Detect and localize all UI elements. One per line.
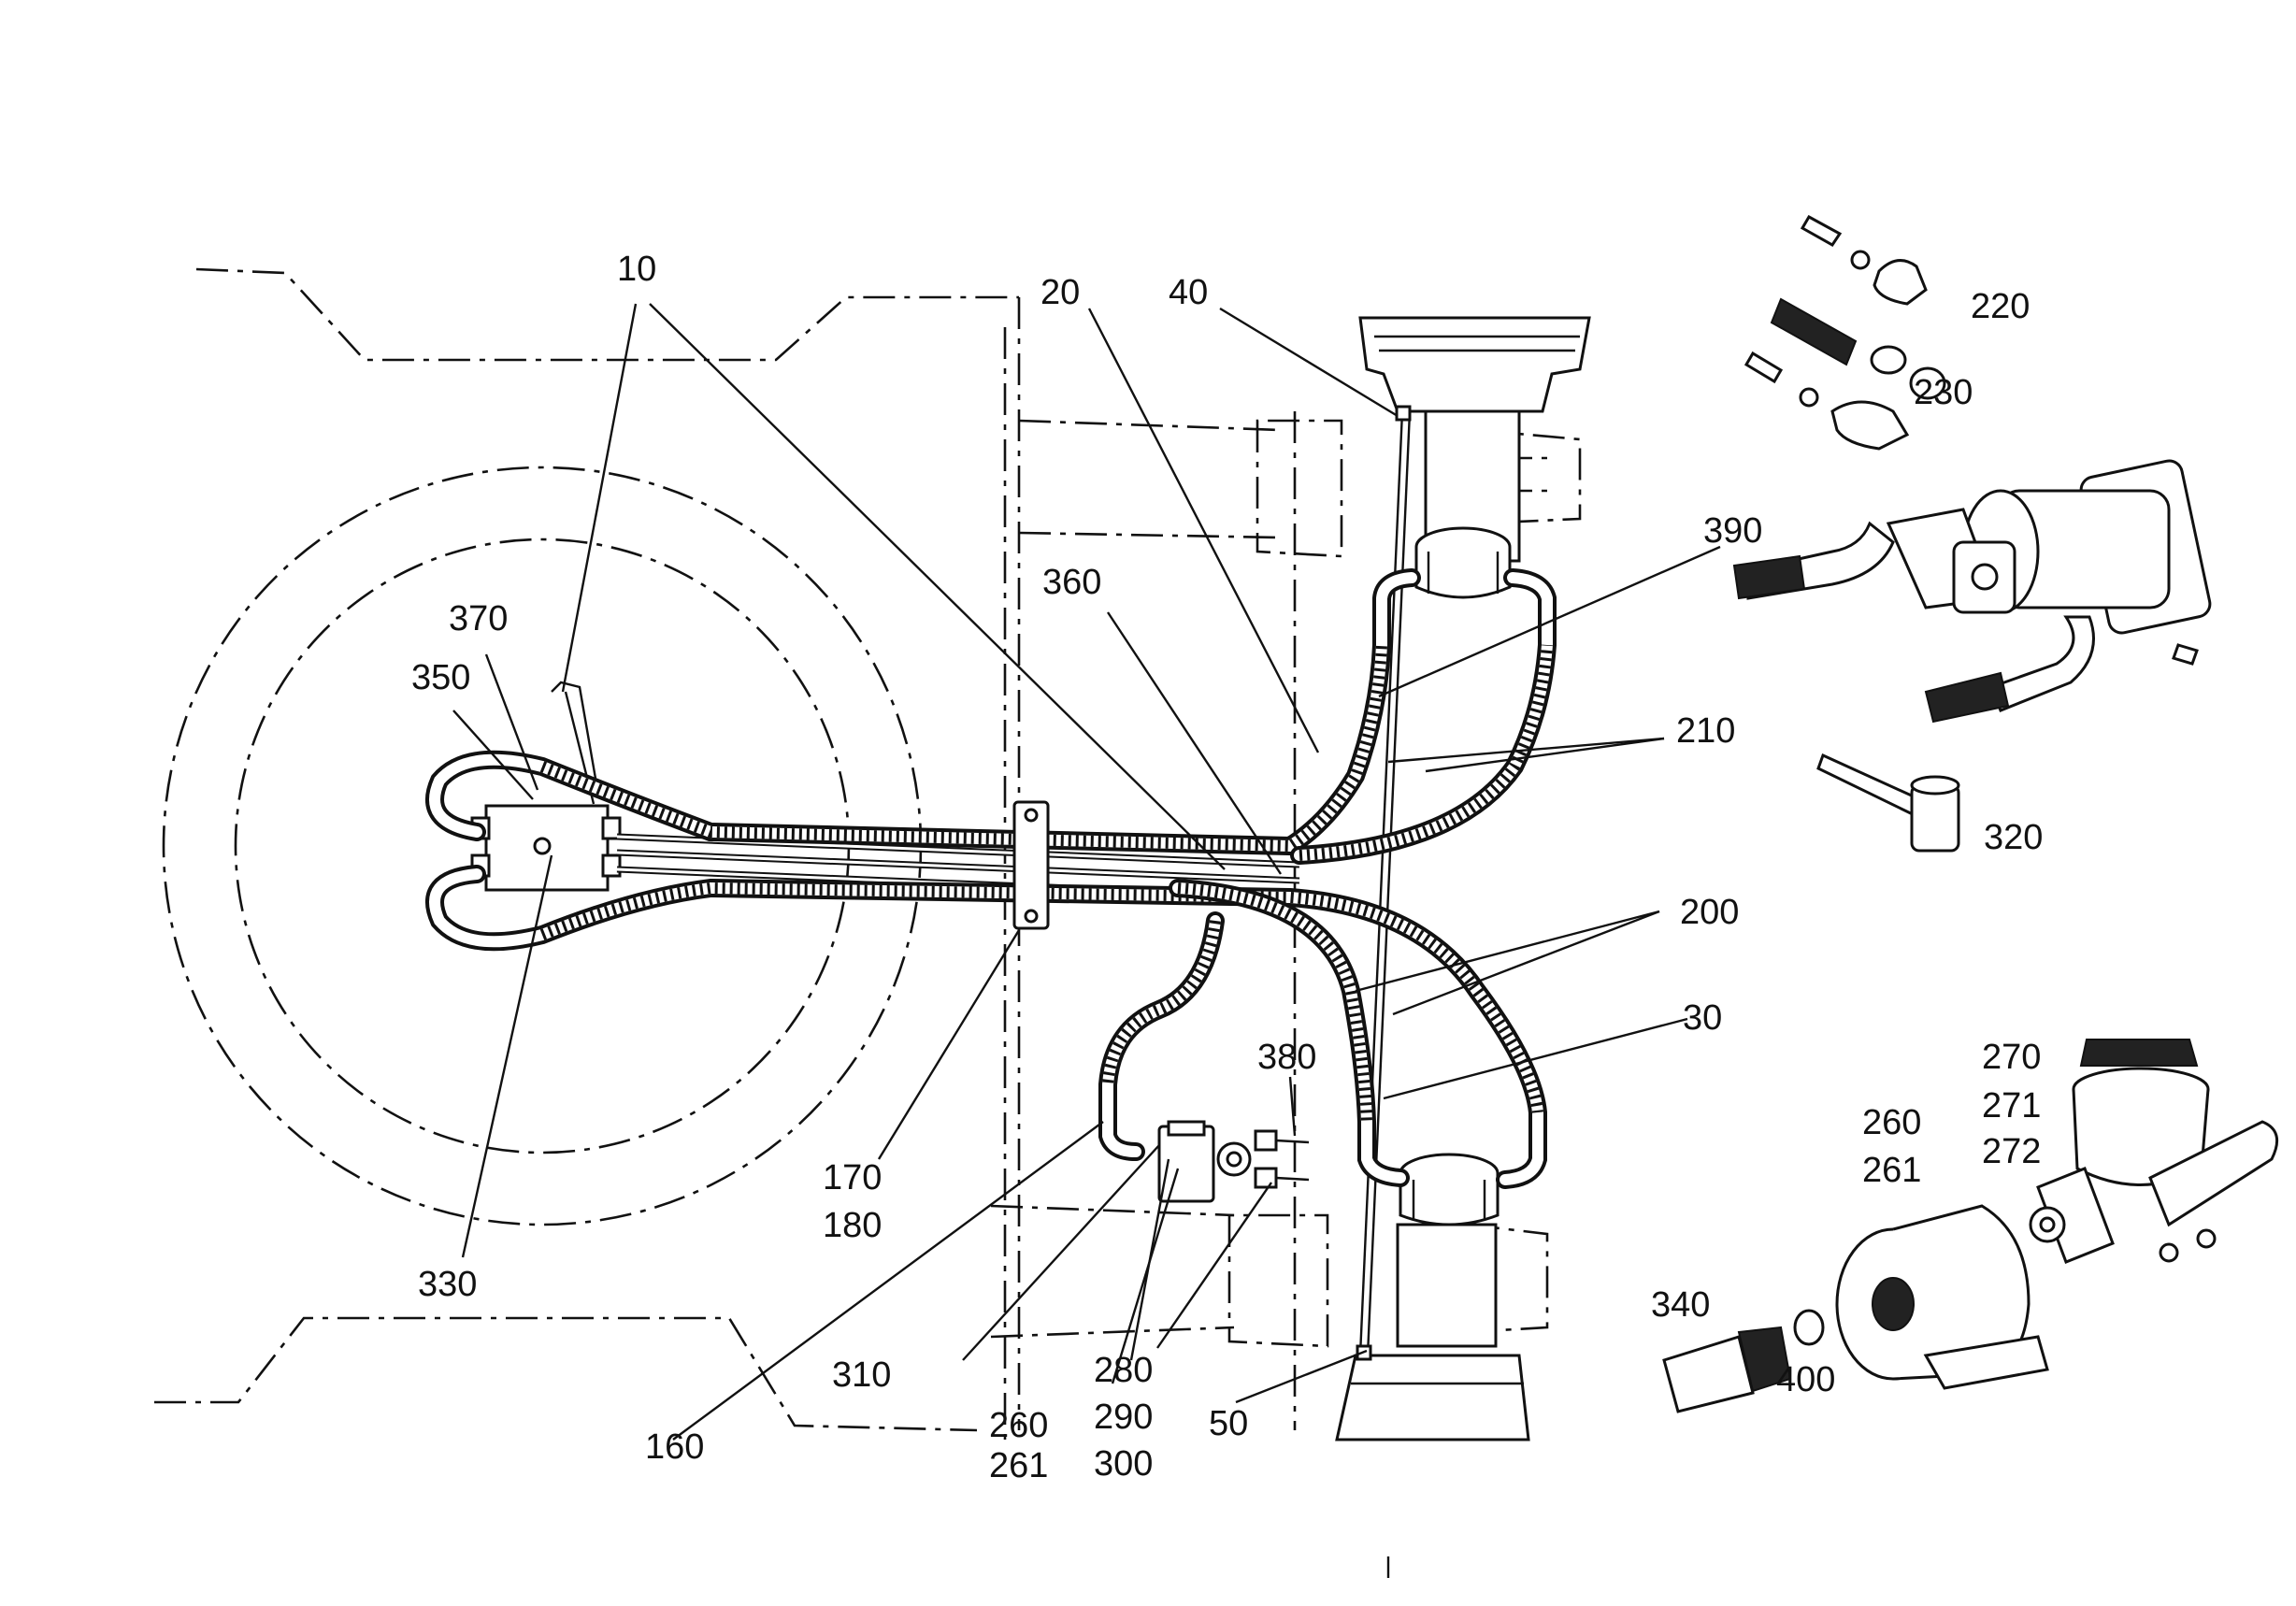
steering-rod: [1356, 405, 1412, 1361]
callout-390: 390: [1703, 511, 1762, 551]
callout-10: 10: [617, 250, 656, 289]
callout-290: 290: [1094, 1398, 1153, 1437]
pipe-bundle: [551, 681, 1300, 899]
callout-30: 30: [1683, 998, 1722, 1038]
callout-300: 300: [1094, 1444, 1153, 1484]
callout-180: 180: [823, 1206, 882, 1245]
callout-271: 271: [1982, 1086, 2041, 1126]
callout-261-reservoir: 261: [1862, 1151, 1921, 1190]
callout-310: 310: [832, 1355, 891, 1395]
callout-270: 270: [1982, 1038, 2041, 1077]
callout-280: 280: [1094, 1351, 1153, 1390]
lower-wheel-hub: [1335, 1223, 1530, 1441]
callout-320: 320: [1984, 818, 2043, 857]
callout-360: 360: [1042, 563, 1101, 602]
steering-pump-assembly: [1732, 459, 2212, 724]
valve-group: [1157, 1120, 1310, 1203]
callout-labels: 10 20 40 220 230 390 360 370 350 210 320…: [411, 250, 2043, 1485]
upper-axle-housing: [1256, 419, 1582, 558]
lower-steering-cylinder: [1399, 1153, 1500, 1226]
callout-380: 380: [1257, 1038, 1316, 1077]
fitting-340: [1662, 1309, 1825, 1413]
callout-260-valve: 260: [989, 1406, 1048, 1445]
callout-260-reservoir: 260: [1862, 1103, 1921, 1142]
fittings-exploded-view: [1744, 214, 1946, 451]
hydraulic-hoses: [425, 568, 1557, 1189]
callout-20: 20: [1040, 273, 1080, 312]
callout-272: 272: [1982, 1132, 2041, 1171]
leader-lines: [452, 303, 1721, 1441]
reservoir-assembly: [1835, 1039, 2279, 1390]
callout-330: 330: [418, 1265, 477, 1304]
callout-340: 340: [1651, 1285, 1710, 1325]
callout-50: 50: [1209, 1404, 1248, 1443]
callout-40: 40: [1169, 273, 1208, 312]
callout-160: 160: [645, 1427, 704, 1467]
callout-350: 350: [411, 658, 470, 697]
callout-210: 210: [1676, 711, 1735, 751]
callout-261-valve: 261: [989, 1446, 1048, 1485]
callout-230: 230: [1914, 373, 1973, 412]
upper-wheel-hub: [1358, 316, 1591, 563]
pipe-clamp: [1012, 800, 1050, 930]
lower-axle-housing: [1227, 1213, 1549, 1348]
callout-400: 400: [1776, 1360, 1835, 1399]
fitting-320: [1816, 753, 1960, 853]
callout-220: 220: [1971, 287, 2030, 326]
callout-170: 170: [823, 1158, 882, 1197]
upper-steering-cylinder: [1414, 526, 1512, 599]
callout-370: 370: [449, 599, 508, 638]
callout-200: 200: [1680, 893, 1739, 932]
